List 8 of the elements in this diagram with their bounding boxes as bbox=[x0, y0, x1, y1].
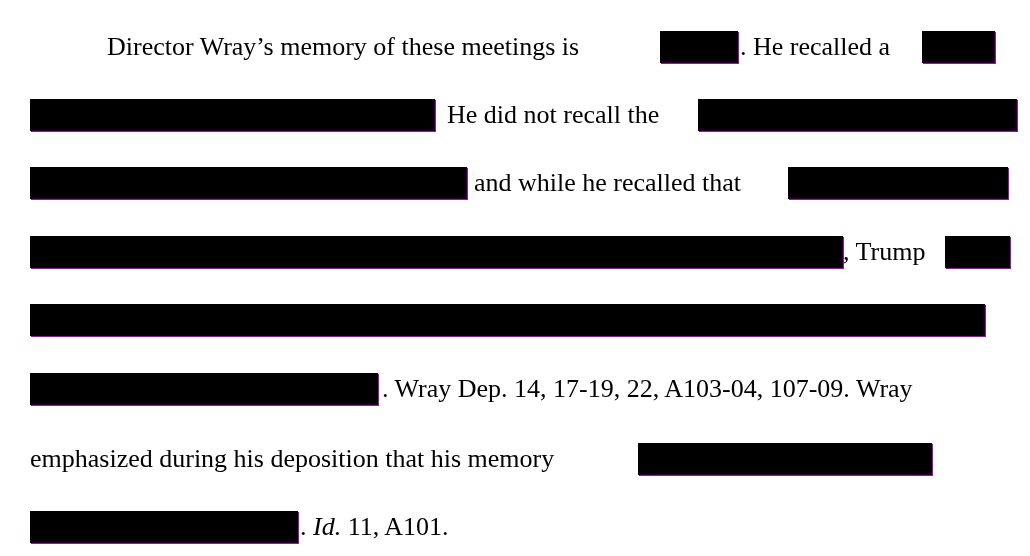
body-text: , Trump bbox=[843, 236, 926, 268]
body-text: . Wray Dep. 14, 17-19, 22, A103-04, 107-09. Wray bbox=[382, 373, 913, 405]
body-text: emphasized during his deposition that his memory bbox=[30, 443, 555, 475]
body-text: He did not recall the bbox=[447, 99, 660, 131]
body-text: . He recalled a bbox=[740, 31, 891, 63]
body-text: . Id. 11, A101. bbox=[300, 511, 449, 543]
body-text: and while he recalled that bbox=[474, 167, 742, 199]
body-text: Director Wray’s memory of these meetings is bbox=[107, 31, 580, 63]
